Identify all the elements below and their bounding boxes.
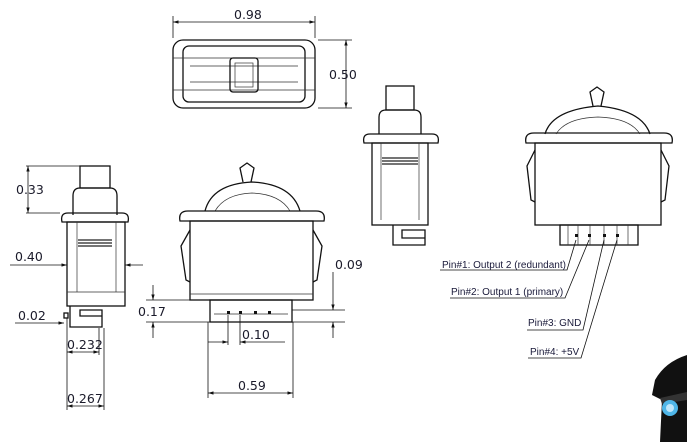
pin-label-4: Pin#4: +5V bbox=[530, 347, 580, 358]
dim-pin-pitch: 0.10 bbox=[242, 327, 270, 342]
dim-connector-height: 0.17 bbox=[138, 304, 166, 319]
dim-button-height: 0.33 bbox=[16, 182, 44, 197]
side-view-right bbox=[362, 85, 440, 246]
dim-top-width: 0.98 bbox=[234, 7, 262, 22]
switch-photo-fragment bbox=[652, 355, 687, 442]
dim-top-height: 0.50 bbox=[329, 67, 357, 82]
dim-connector-inner: 0.232 bbox=[67, 337, 103, 352]
dim-connector-width: 0.59 bbox=[238, 378, 266, 393]
dim-connector-offset: 0.09 bbox=[335, 257, 363, 272]
dim-connector-outer: 0.267 bbox=[67, 391, 103, 406]
pin-label-1: Pin#1: Output 2 (redundant) bbox=[442, 260, 566, 271]
dim-side-width: 0.40 bbox=[15, 249, 43, 264]
front-view bbox=[146, 162, 345, 398]
pinout-view bbox=[440, 86, 673, 359]
side-view-left bbox=[10, 165, 143, 410]
dim-offset: 0.02 bbox=[18, 308, 46, 323]
pin-label-3: Pin#3: GND bbox=[528, 318, 581, 329]
top-view bbox=[172, 16, 352, 109]
pin-label-2: Pin#2: Output 1 (primary) bbox=[451, 287, 563, 298]
